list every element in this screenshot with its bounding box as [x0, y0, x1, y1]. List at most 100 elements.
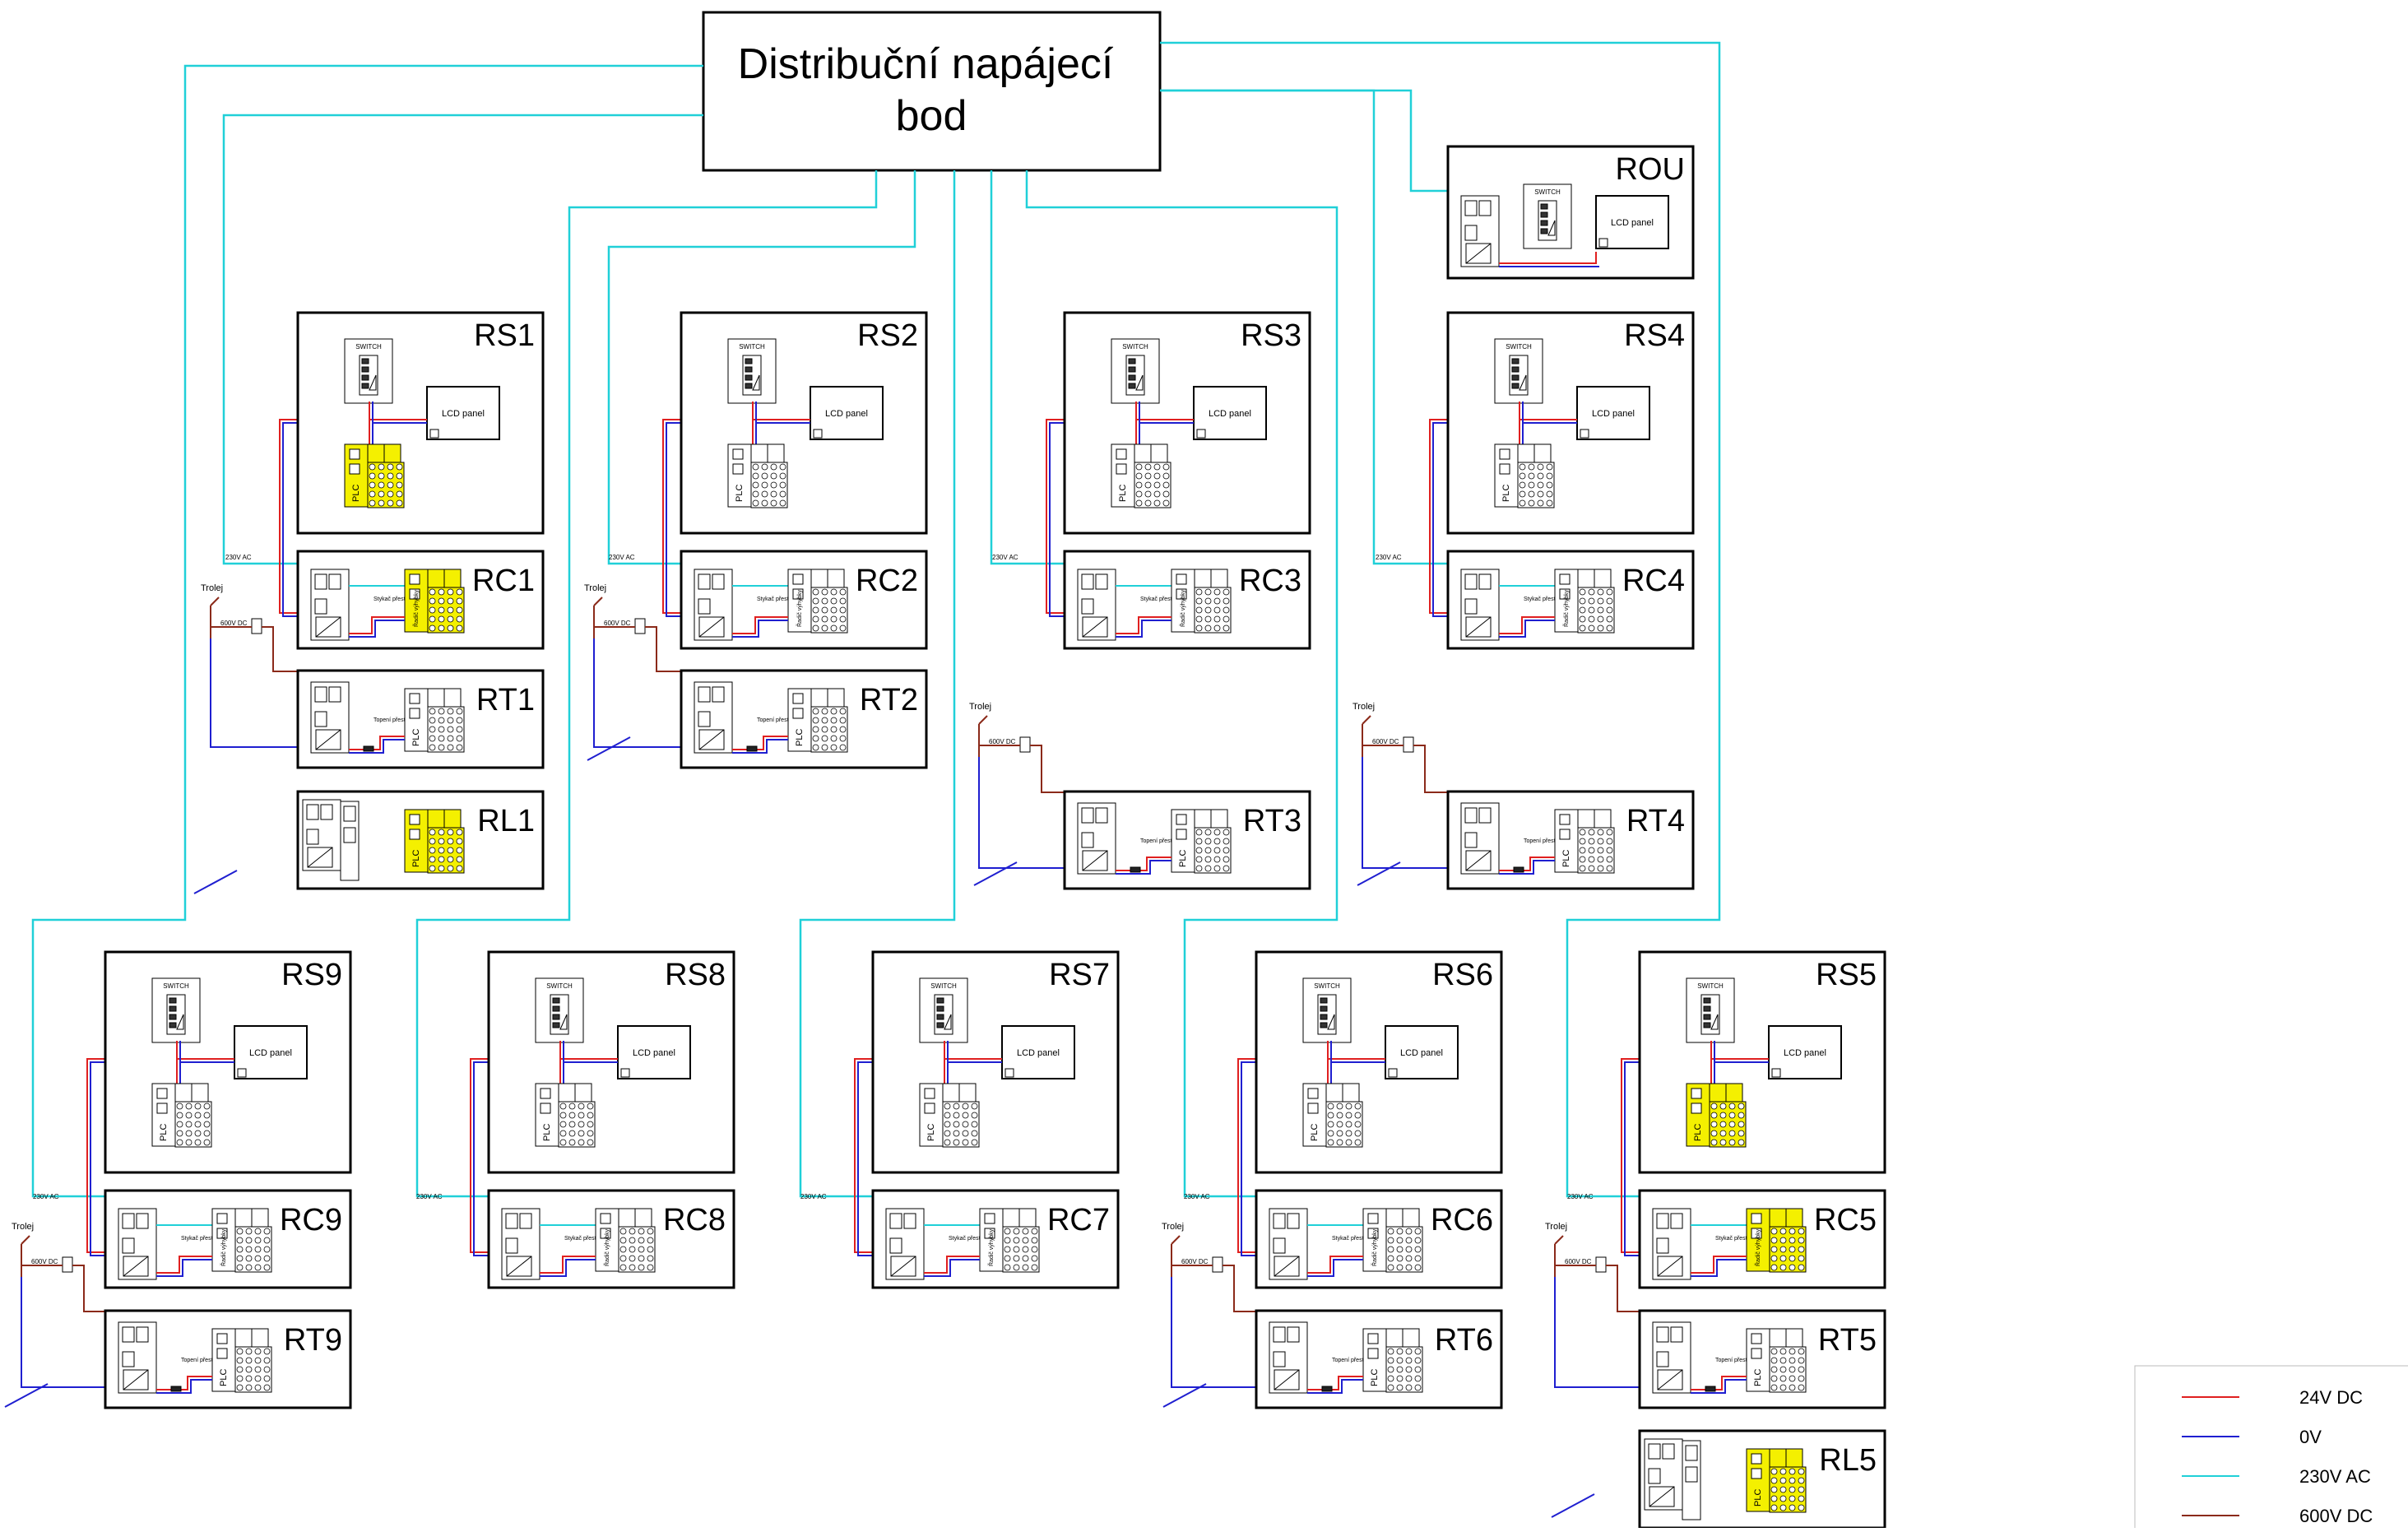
terminal [1013, 1246, 1020, 1253]
terminal [770, 490, 777, 498]
terminal [263, 1384, 271, 1391]
terminal-block [810, 706, 848, 753]
terminal [1710, 1103, 1718, 1110]
terminal [761, 490, 768, 498]
breaker [1273, 1351, 1286, 1367]
switch-port [1703, 997, 1711, 1004]
terminal [953, 1103, 960, 1110]
plc-led [1499, 448, 1510, 460]
switch-port [1540, 211, 1548, 218]
terminal [812, 735, 819, 742]
terminal [1770, 1357, 1778, 1364]
terminal [245, 1246, 253, 1253]
terminal [559, 1112, 567, 1119]
power-supply [118, 1321, 157, 1394]
terminal [761, 463, 768, 471]
breaker [1287, 1213, 1300, 1229]
plc-module: PLC [1494, 443, 1555, 508]
terminal [236, 1246, 244, 1253]
terminal [619, 1237, 627, 1244]
terminal [396, 463, 403, 471]
plc-module: PLC [1686, 1083, 1747, 1148]
terminal [1798, 1366, 1805, 1373]
terminal-block [942, 1101, 980, 1148]
terminal [1022, 1237, 1029, 1244]
terminal [1798, 1486, 1805, 1493]
terminal [203, 1103, 211, 1110]
converter-slash [1649, 1486, 1675, 1507]
breaker [1478, 807, 1492, 824]
ground [1551, 1493, 1595, 1518]
plc-led [984, 1213, 995, 1224]
terminal [1519, 499, 1526, 507]
converter-slash [307, 847, 333, 868]
breaker [306, 804, 319, 820]
breaker [1081, 807, 1094, 824]
terminal [1779, 1375, 1787, 1382]
plc-led [1367, 1348, 1379, 1359]
io-module-label: Řadič výhybky [603, 1228, 610, 1266]
terminal [647, 1255, 654, 1262]
terminal-block [1134, 462, 1172, 508]
switch-port [1511, 366, 1519, 373]
plc-led [409, 814, 420, 825]
terminal [429, 597, 436, 605]
terminal-block [1194, 827, 1232, 874]
terminal [1588, 624, 1595, 632]
terminal [1223, 624, 1230, 632]
switch-arrow [752, 374, 760, 391]
wire [1362, 757, 1461, 869]
wire-0v [1499, 860, 1555, 875]
terminal [369, 463, 376, 471]
terminal [779, 499, 786, 507]
terminal [1022, 1246, 1029, 1253]
plc-label: PLC [1561, 850, 1571, 867]
wire-0v [924, 1259, 980, 1277]
wire-24v [349, 616, 405, 634]
terminal [1354, 1121, 1362, 1128]
terminal [1414, 1255, 1422, 1262]
switch-port [1320, 1014, 1328, 1020]
wire [978, 757, 1078, 869]
terminal [812, 744, 819, 751]
terminal [1606, 856, 1613, 863]
trolley-label: Trolej [1545, 1222, 1567, 1232]
terminal [812, 624, 819, 632]
terminal [438, 865, 445, 872]
terminal [971, 1121, 978, 1128]
terminal [944, 1112, 951, 1119]
terminal [1213, 615, 1221, 623]
ground [193, 870, 238, 894]
plc-module [1362, 1208, 1423, 1273]
terminal [1779, 1366, 1787, 1373]
contactor-label: Stykač přestavníku [373, 597, 422, 602]
switch-port [1703, 1005, 1711, 1012]
wire [21, 1277, 118, 1388]
terminal [203, 1130, 211, 1137]
terminal [1223, 847, 1230, 854]
plc-led [409, 693, 420, 704]
plc-module [1171, 569, 1232, 634]
terminal [1588, 838, 1595, 845]
terminal [1579, 606, 1586, 614]
breaker [136, 1213, 149, 1229]
terminal [752, 499, 759, 507]
ground [973, 861, 1018, 886]
terminal [369, 481, 376, 489]
terminal-block [1577, 827, 1615, 874]
plc-led [1367, 1213, 1379, 1224]
terminal [263, 1246, 271, 1253]
plc-led [216, 1348, 228, 1359]
terminal [254, 1264, 262, 1271]
terminal [1546, 490, 1553, 498]
terminal [1579, 856, 1586, 863]
ground-line [193, 870, 238, 894]
terminal [438, 726, 445, 733]
terminal [1405, 1357, 1413, 1364]
plc-module: PLC [1302, 1083, 1363, 1148]
